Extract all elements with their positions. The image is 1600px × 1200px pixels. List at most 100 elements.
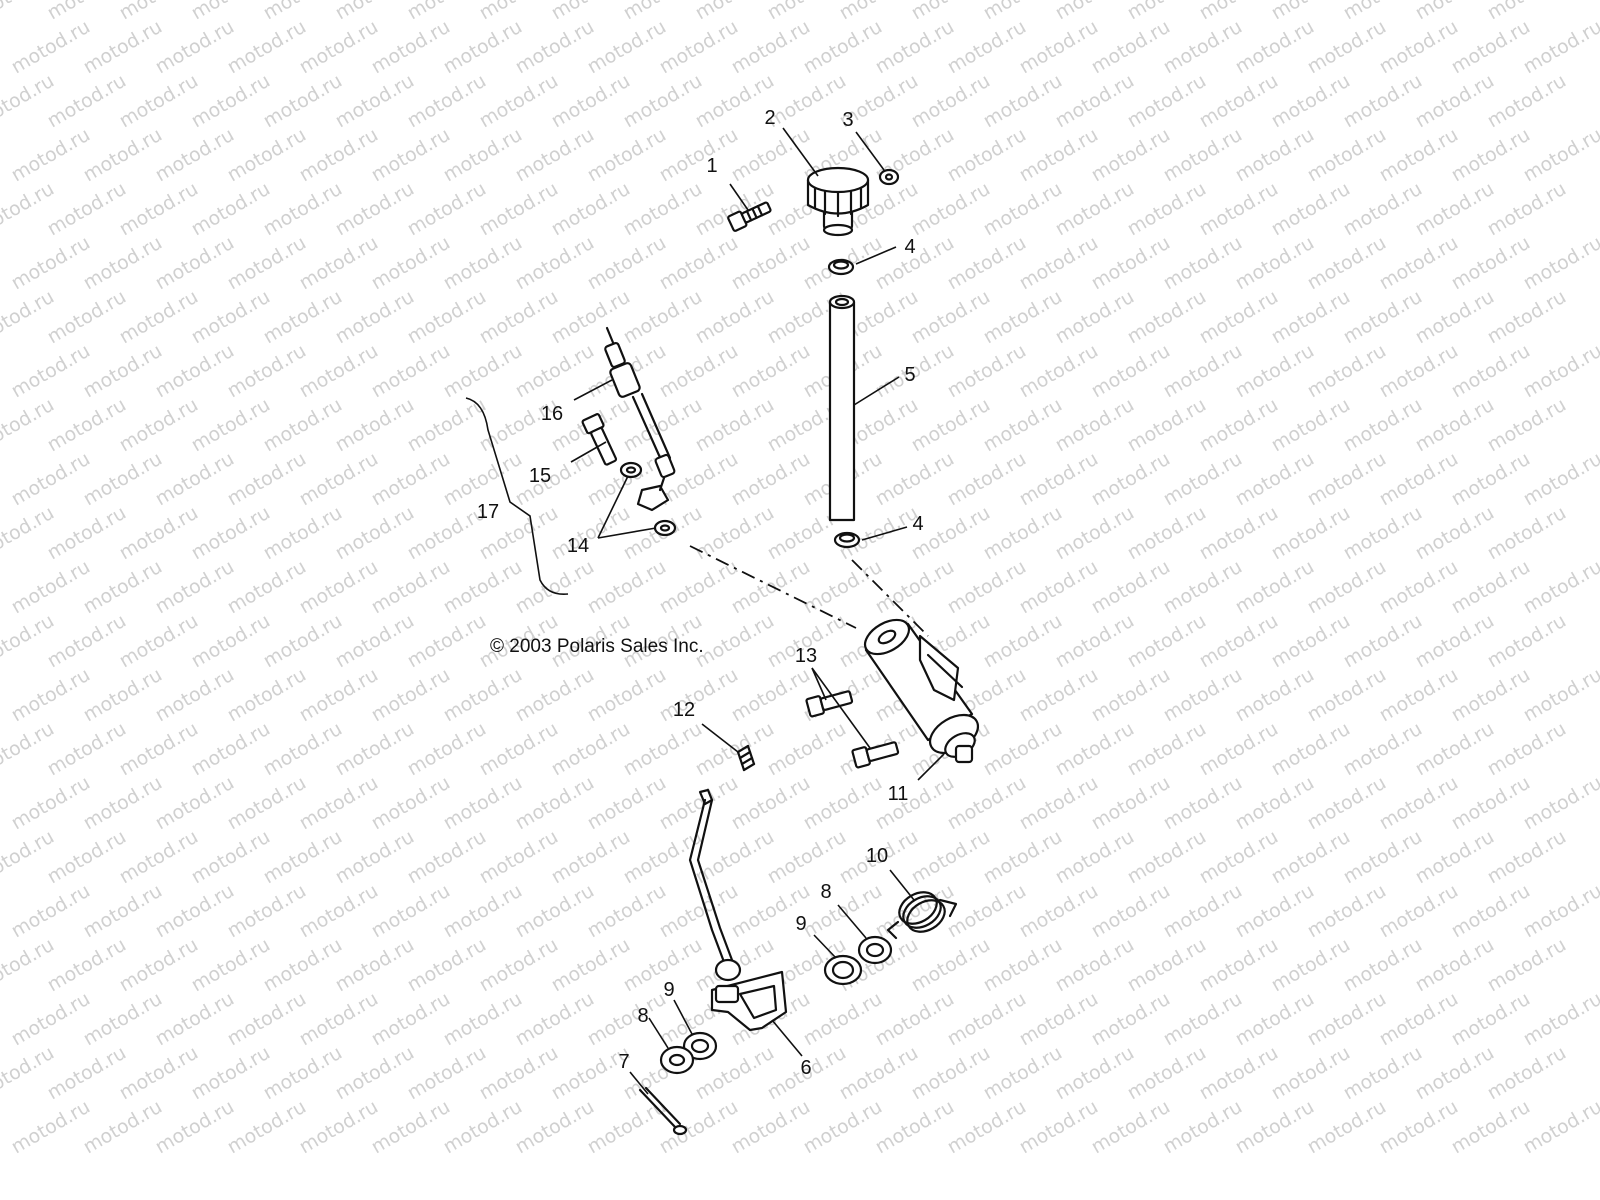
- watermark-text: motod.ru: [116, 610, 202, 673]
- watermark-text: motod.ru: [1376, 448, 1462, 511]
- watermark-text: motod.ru: [656, 16, 742, 79]
- watermark-text: motod.ru: [1484, 610, 1570, 673]
- callout-9-right: 9: [795, 913, 806, 935]
- watermark-text: motod.ru: [1052, 394, 1138, 457]
- watermark-text: motod.ru: [332, 178, 418, 241]
- watermark-text: motod.ru: [404, 610, 490, 673]
- watermark-text: motod.ru: [1484, 934, 1570, 997]
- part-2-reservoir: [806, 166, 870, 237]
- callout-4-top: 4: [904, 236, 915, 258]
- watermark-text: motod.ru: [728, 772, 814, 835]
- watermark-text: motod.ru: [188, 70, 274, 133]
- watermark-text: motod.ru: [1448, 16, 1534, 79]
- watermark-text: motod.ru: [1232, 232, 1318, 295]
- watermark-text: motod.ru: [1196, 610, 1282, 673]
- watermark-text: motod.ru: [1412, 718, 1498, 781]
- watermark-text: motod.ru: [260, 178, 346, 241]
- watermark-text: motod.ru: [1124, 826, 1210, 889]
- watermark-text: motod.ru: [656, 340, 742, 403]
- watermark-text: motod.ru: [1448, 556, 1534, 619]
- watermark-text: motod.ru: [1160, 232, 1246, 295]
- watermark-text: motod.ru: [1268, 934, 1354, 997]
- watermark-text: motod.ru: [1124, 1042, 1210, 1105]
- watermark-text: motod.ru: [296, 448, 382, 511]
- watermark-text: motod.ru: [80, 772, 166, 835]
- watermark-text: motod.ru: [620, 718, 706, 781]
- watermark-text: motod.ru: [1088, 664, 1174, 727]
- watermark-text: motod.ru: [944, 772, 1030, 835]
- watermark-text: motod.ru: [440, 556, 526, 619]
- watermark-text: motod.ru: [512, 664, 598, 727]
- watermark-text: motod.ru: [1088, 988, 1174, 1051]
- watermark-text: motod.ru: [548, 826, 634, 889]
- watermark-text: motod.ru: [800, 556, 886, 619]
- watermark-text: motod.ru: [368, 556, 454, 619]
- watermark-text: motod.ru: [1016, 988, 1102, 1051]
- watermark-text: motod.ru: [1232, 16, 1318, 79]
- watermark-text: motod.ru: [1052, 178, 1138, 241]
- watermark-text: motod.ru: [80, 340, 166, 403]
- watermark-text: motod.ru: [1340, 718, 1426, 781]
- callout-12: 12: [673, 699, 695, 721]
- watermark-text: motod.ru: [152, 772, 238, 835]
- watermark-text: motod.ru: [512, 232, 598, 295]
- watermark-text: motod.ru: [80, 664, 166, 727]
- watermark-text: motod.ru: [1520, 556, 1600, 619]
- watermark-text: motod.ru: [260, 70, 346, 133]
- watermark-text: motod.ru: [1196, 70, 1282, 133]
- watermark-text: motod.ru: [1232, 880, 1318, 943]
- watermark-text: motod.ru: [1052, 70, 1138, 133]
- watermark-text: motod.ru: [1412, 394, 1498, 457]
- watermark-text: motod.ru: [800, 772, 886, 835]
- watermark-text: motod.ru: [440, 988, 526, 1051]
- part-9-bushing-right: [823, 954, 863, 986]
- watermark-text: motod.ru: [404, 70, 490, 133]
- copyright-notice: © 2003 Polaris Sales Inc.: [490, 636, 704, 657]
- watermark-text: motod.ru: [908, 1042, 994, 1105]
- watermark-text: motod.ru: [1412, 502, 1498, 565]
- watermark-text: motod.ru: [1376, 772, 1462, 835]
- watermark-text: motod.ru: [944, 880, 1030, 943]
- watermark-text: motod.ru: [728, 664, 814, 727]
- watermark-text: motod.ru: [1052, 610, 1138, 673]
- watermark-text: motod.ru: [944, 988, 1030, 1051]
- watermark-text: motod.ru: [1448, 232, 1534, 295]
- watermark-text: motod.ru: [8, 448, 94, 511]
- part-4-clamp-top: [827, 258, 855, 276]
- watermark-text: motod.ru: [908, 934, 994, 997]
- watermark-text: motod.ru: [1520, 772, 1600, 835]
- watermark-text: motod.ru: [944, 16, 1030, 79]
- watermark-text: motod.ru: [1304, 232, 1390, 295]
- watermark-text: motod.ru: [980, 718, 1066, 781]
- watermark-text: motod.ru: [1016, 1096, 1102, 1159]
- watermark-text: motod.ru: [944, 1096, 1030, 1159]
- watermark-text: motod.ru: [872, 772, 958, 835]
- callout-10: 10: [866, 845, 888, 867]
- watermark-text: motod.ru: [512, 988, 598, 1051]
- watermark-text: motod.ru: [476, 826, 562, 889]
- watermark-text: motod.ru: [1484, 502, 1570, 565]
- watermark-text: motod.ru: [1376, 124, 1462, 187]
- watermark-text: motod.ru: [8, 16, 94, 79]
- watermark-text: motod.ru: [980, 1042, 1066, 1105]
- watermark-text: motod.ru: [1412, 1042, 1498, 1105]
- watermark-text: motod.ru: [80, 232, 166, 295]
- watermark-text: motod.ru: [1016, 448, 1102, 511]
- part-11-master-cylinder: [863, 618, 979, 764]
- callout-16: 16: [541, 403, 563, 425]
- part-3-washer: [878, 168, 900, 186]
- watermark-text: motod.ru: [188, 826, 274, 889]
- callout-11: 11: [888, 783, 909, 805]
- watermark-text: motod.ru: [548, 934, 634, 997]
- watermark-text: motod.ru: [800, 988, 886, 1051]
- watermark-text: motod.ru: [512, 772, 598, 835]
- watermark-text: motod.ru: [440, 664, 526, 727]
- watermark-text: motod.ru: [476, 178, 562, 241]
- watermark-text: motod.ru: [1340, 934, 1426, 997]
- watermark-text: motod.ru: [224, 772, 310, 835]
- watermark-text: motod.ru: [296, 664, 382, 727]
- part-14-washer-lower: [653, 519, 677, 537]
- watermark-text: motod.ru: [224, 1096, 310, 1159]
- callout-15: 15: [529, 465, 551, 487]
- watermark-text: motod.ru: [44, 718, 130, 781]
